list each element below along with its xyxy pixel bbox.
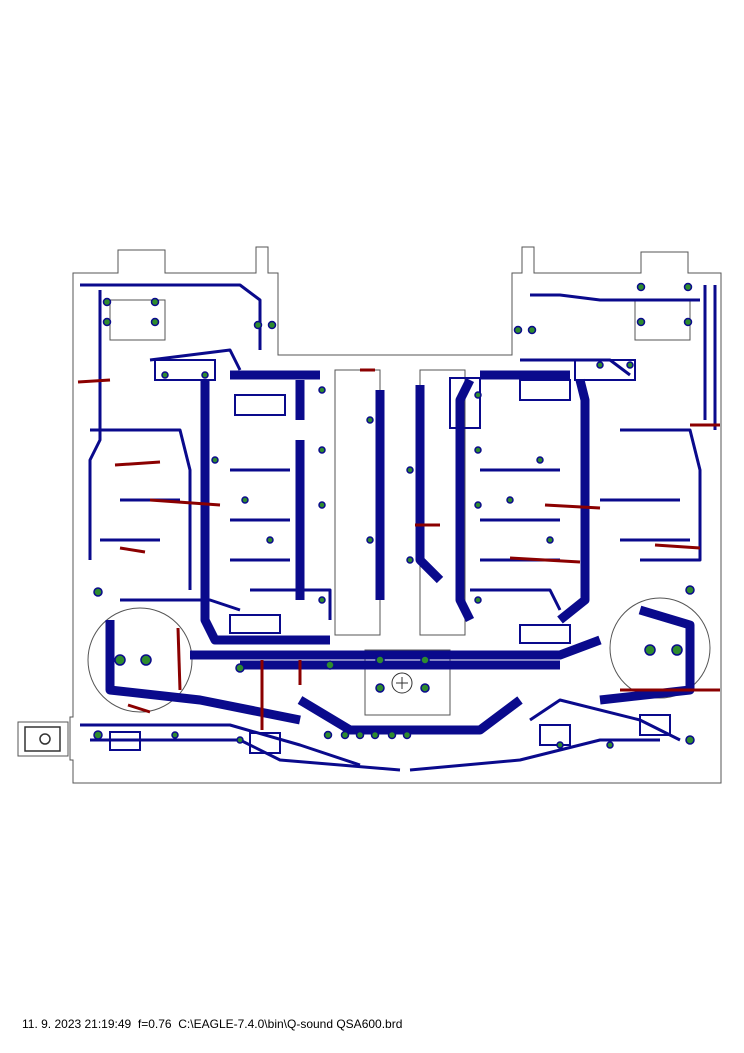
power-rails	[105, 370, 695, 735]
component-footprints	[109, 359, 671, 754]
footer-file-path: C:\EAGLE-7.4.0\bin\Q-sound QSA600.brd	[178, 1017, 403, 1031]
vias	[93, 282, 695, 749]
power-connector-left	[24, 726, 61, 752]
jumper-wires	[77, 368, 720, 730]
bridge-rectifier	[391, 672, 413, 694]
footer-timestamp: 11. 9. 2023 21:19:49	[22, 1017, 132, 1031]
print-footer: 11. 9. 2023 21:19:49 f=0.76 C:\EAGLE-7.4…	[22, 1017, 402, 1031]
footer-scale: f=0.76	[137, 1017, 172, 1031]
